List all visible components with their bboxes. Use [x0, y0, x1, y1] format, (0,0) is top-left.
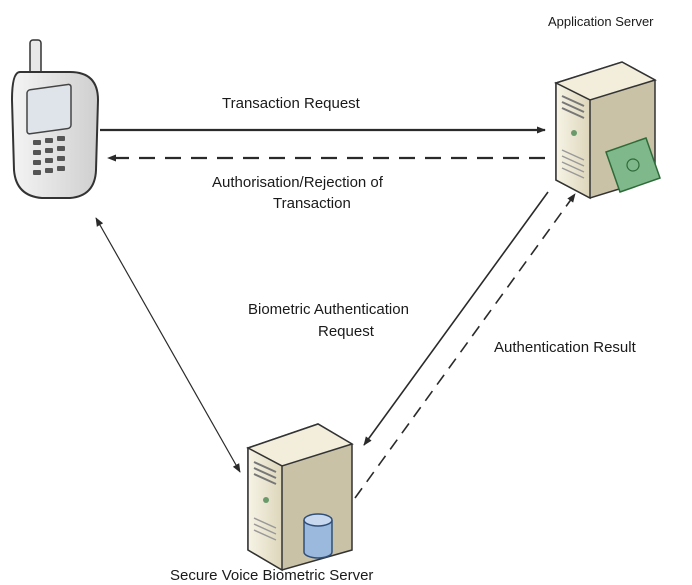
phone-voice-server-arrow — [95, 217, 241, 473]
application-server-icon — [554, 61, 661, 200]
secure-voice-server-label: Secure Voice Biometric Server — [170, 567, 374, 584]
biometric-request-label-line2: Request — [318, 323, 374, 340]
money-icon — [605, 137, 661, 193]
biometric-request-label-line1: Biometric Authentication — [248, 301, 409, 318]
application-server-label: Application Server — [548, 14, 654, 29]
authentication-result-arrow — [354, 193, 576, 499]
mobile-phone-icon — [10, 39, 100, 199]
biometric-request-arrow — [363, 191, 549, 446]
authentication-result-label: Authentication Result — [494, 339, 636, 356]
transaction-request-label: Transaction Request — [222, 95, 360, 112]
authorisation-label-line1: Authorisation/Rejection of — [212, 174, 383, 191]
secure-voice-server-icon — [246, 423, 354, 572]
database-icon — [303, 513, 333, 559]
authorisation-label-line2: Transaction — [273, 195, 351, 212]
